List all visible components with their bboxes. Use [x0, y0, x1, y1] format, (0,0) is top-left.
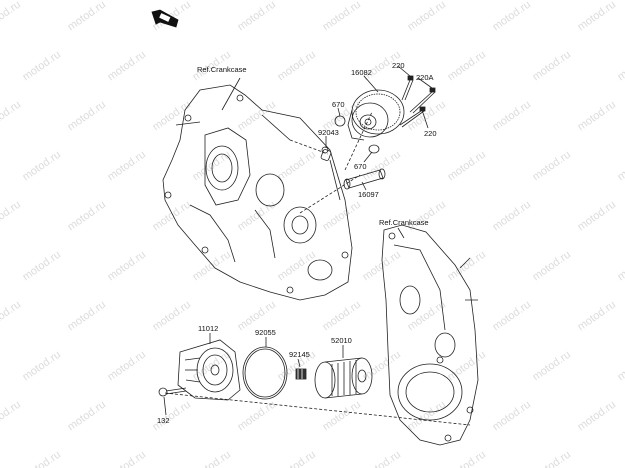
leader-92145 — [297, 358, 301, 368]
leader-220-top — [397, 65, 411, 77]
label-92145: 92145 — [289, 350, 310, 359]
label-16097: 16097 — [358, 190, 379, 199]
leader-220a — [417, 77, 433, 89]
leader-132 — [163, 396, 167, 416]
label-220-right: 220 — [424, 129, 437, 138]
label-11012: 11012 — [198, 324, 219, 333]
label-92043: 92043 — [318, 128, 339, 137]
spring-92145 — [295, 368, 307, 380]
leader-16082 — [363, 75, 379, 93]
leader-220-right — [421, 109, 429, 129]
bolt-220a — [409, 87, 436, 114]
front-arrow-icon — [151, 9, 179, 28]
label-ref-crankcase-top: Ref.Crankcase — [197, 65, 247, 74]
leader-ref-crankcase-right — [397, 227, 405, 239]
o-ring-92055-inner — [244, 348, 286, 398]
leader-ref-crankcase-top — [221, 77, 241, 111]
oil-pump-assembly — [347, 89, 405, 141]
label-132: 132 — [157, 416, 170, 425]
leader-670-bottom — [363, 151, 373, 163]
label-670-bottom: 670 — [354, 162, 367, 171]
leader-670-top — [337, 107, 341, 117]
o-ring-92055 — [242, 346, 288, 400]
o-ring-670-top — [334, 115, 346, 127]
label-52010: 52010 — [331, 336, 352, 345]
label-92055: 92055 — [255, 328, 276, 337]
center-lines — [164, 111, 471, 426]
oil-filter-cover-11012 — [177, 339, 241, 401]
right-crankcase — [381, 224, 479, 446]
bolt-132 — [158, 387, 187, 397]
leader-16097 — [361, 181, 367, 191]
label-16082: 16082 — [351, 68, 372, 77]
label-220a: 220A — [416, 73, 434, 82]
dowel-pin-92043 — [320, 149, 332, 161]
label-670-top: 670 — [332, 100, 345, 109]
bolt-220-a — [401, 75, 414, 101]
oil-filter-52010 — [314, 357, 373, 399]
pipe-16097 — [343, 168, 386, 190]
label-ref-crankcase-right: Ref.Crankcase — [379, 218, 429, 227]
o-ring-670-bottom — [368, 144, 380, 154]
bolt-220-b — [399, 106, 426, 128]
label-220-top: 220 — [392, 61, 405, 70]
left-crankcase — [162, 84, 353, 301]
